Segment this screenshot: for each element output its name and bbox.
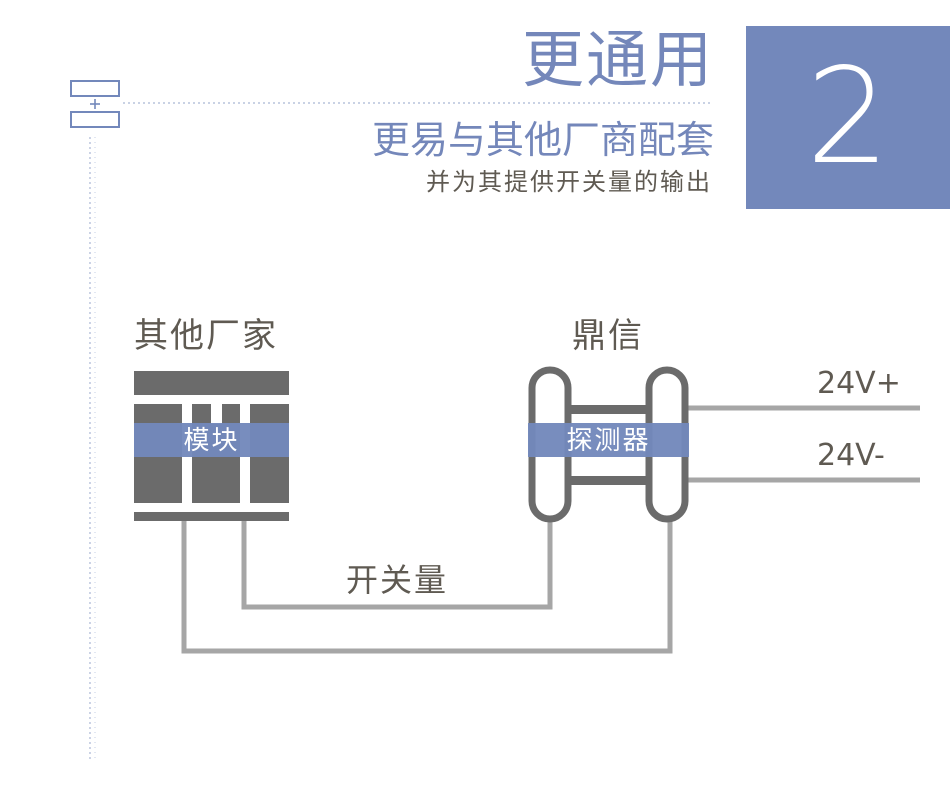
page-description: 并为其提供开关量的输出 [426, 168, 712, 196]
plus-minus-icon [70, 80, 120, 128]
voltage-plus-label: 24V+ [817, 366, 901, 401]
page-subtitle: 更易与其他厂商配套 [371, 118, 714, 162]
switch-wire-inner [241, 520, 553, 610]
detector-label: 探测器 [566, 426, 651, 456]
module-block [134, 371, 289, 521]
section-number: 2 [806, 40, 890, 194]
wires [181, 405, 920, 654]
dingxin-label: 鼎信 [572, 316, 644, 356]
switch-wire-outer [181, 520, 673, 654]
module-band [134, 423, 289, 457]
other-vendor-label: 其他厂家 [134, 316, 278, 356]
switch-signal-label: 开关量 [346, 561, 449, 599]
detector-band [528, 423, 689, 457]
voltage-minus-label: 24V- [817, 438, 885, 473]
page-title: 更通用 [521, 23, 714, 96]
detector-device [528, 366, 689, 523]
section-number-badge: 2 [746, 26, 950, 209]
module-label: 模块 [183, 426, 240, 456]
